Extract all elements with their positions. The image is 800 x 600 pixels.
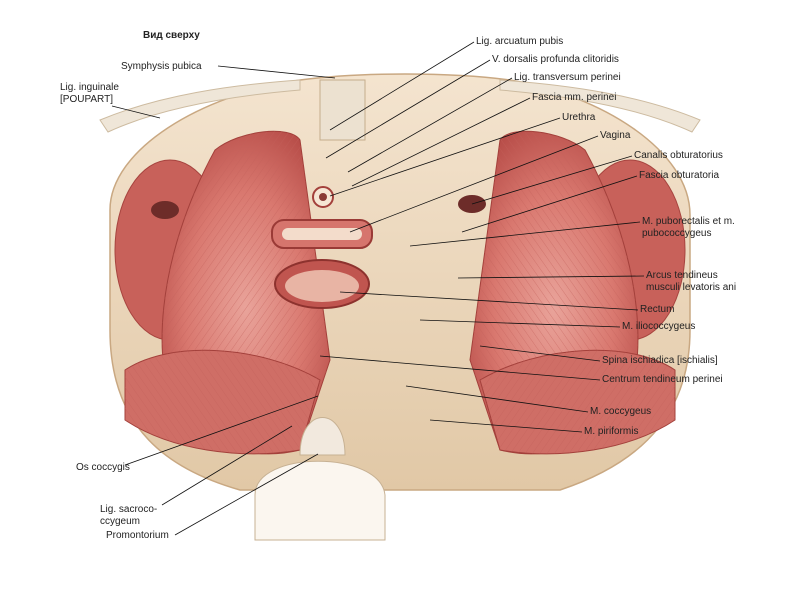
label-lig-transversum: Lig. transversum perinei [514, 72, 621, 83]
label-arcus-tendineus: Arcus tendineus musculi levatoris ani [646, 270, 737, 293]
label-promontorium: Promontorium [106, 530, 169, 541]
label-spina-ischiadica: Spina ischiadica [ischialis] [602, 355, 718, 366]
label-fascia-mm-perinei: Fascia mm. perinei [532, 92, 617, 103]
label-v-dorsalis: V. dorsalis profunda clitoridis [492, 54, 619, 65]
label-m-piriformis: M. piriformis [584, 426, 639, 437]
label-lig-arcuatum-pubis: Lig. arcuatum pubis [476, 36, 564, 47]
label-symphysis-pubica: Symphysis pubica [121, 61, 202, 72]
label-m-coccygeus: M. coccygeus [590, 406, 652, 417]
label-os-coccygis: Os coccygis [76, 462, 130, 473]
label-rectum: Rectum [640, 304, 675, 315]
central-structures [254, 79, 386, 541]
label-centrum-tendineum: Centrum tendineum perinei [602, 374, 723, 385]
label-vagina: Vagina [600, 130, 631, 141]
label-urethra: Urethra [562, 112, 596, 123]
label-fascia-obturatoria: Fascia obturatoria [639, 170, 720, 181]
label-canalis-obturatorius: Canalis obturatorius [634, 150, 723, 161]
label-lig-sacrococcygeum: Lig. sacroco- ccygeum [100, 504, 158, 527]
label-m-iliococcygeus: M. iliococcygeus [622, 321, 696, 332]
label-m-puborectalis: M. puborectalis et m. pubococcygeus [642, 216, 735, 239]
view-title: Вид сверху [143, 30, 200, 41]
leader-lines [111, 41, 645, 536]
label-lig-inguinale: Lig. inguinale [POUPART] [60, 82, 119, 105]
